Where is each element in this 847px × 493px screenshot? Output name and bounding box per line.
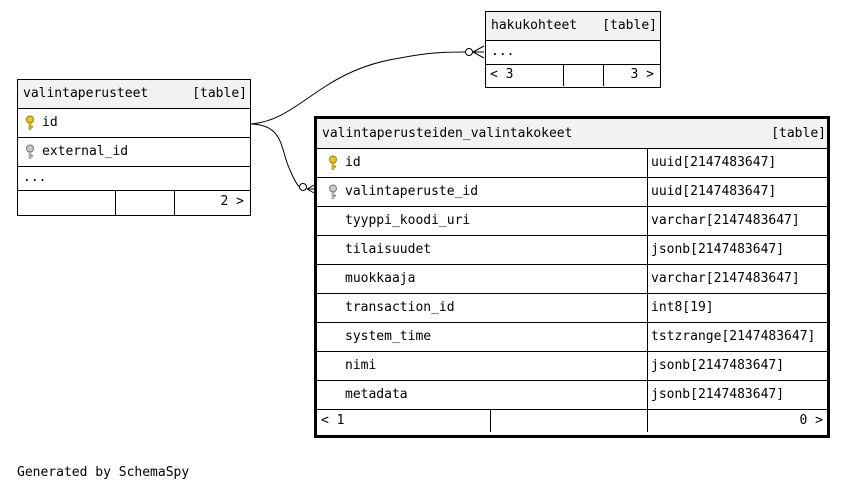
table-name: valintaperusteet [23,86,149,101]
column-type: int8[19] [647,294,714,322]
ellipsis-row: ... [486,41,660,65]
table-name: valintaperusteiden_valintakokeet [322,126,573,141]
foreign-key-icon [329,184,337,199]
column-row[interactable]: valintaperuste_id uuid[2147483647] [317,178,827,207]
table-kind: [table] [602,18,657,33]
table-header: valintaperusteiden_valintakokeet [table] [317,119,827,149]
column-name: tyyppi_koodi_uri [345,213,471,228]
column-row[interactable]: metadata jsonb[2147483647] [317,381,827,410]
table-footer: < 1 0 > [317,410,827,432]
table-hakukohteet[interactable]: hakukohteet [table] ... < 3 3 > [485,11,661,88]
column-row[interactable]: id uuid[2147483647] [317,149,827,178]
footer-left-count[interactable]: < 1 [321,413,345,428]
table-footer: 2 > [18,191,250,215]
primary-key-icon [329,155,337,170]
column-name: tilaisuudet [345,242,432,257]
column-row[interactable]: external_id [18,138,250,167]
table-kind: [table] [771,126,826,141]
footer-right-count[interactable]: 3 > [630,67,654,82]
column-type: jsonb[2147483647] [647,352,784,380]
column-row[interactable]: transaction_id int8[19] [317,294,827,323]
column-name: nimi [345,358,377,373]
foreign-key-icon [26,144,34,159]
column-row[interactable]: muokkaaja varchar[2147483647] [317,265,827,294]
column-type: varchar[2147483647] [647,265,800,293]
ellipsis-row: ... [18,167,250,191]
footer-left-count[interactable]: < 3 [490,67,514,82]
table-kind: [table] [192,86,247,101]
footer-right-count[interactable]: 0 > [799,413,823,428]
column-type: uuid[2147483647] [647,149,776,177]
footer-right-count[interactable]: 2 > [220,194,244,209]
column-name: muokkaaja [345,271,416,286]
column-type: uuid[2147483647] [647,178,776,206]
column-row[interactable]: nimi jsonb[2147483647] [317,352,827,381]
table-valintaperusteet[interactable]: valintaperusteet [table] id external_id … [17,79,251,216]
relation-optional-marker [465,48,473,56]
table-header: hakukohteet [table] [486,12,660,41]
column-row[interactable]: system_time tstzrange[2147483647] [317,323,827,352]
column-name: id [42,115,58,130]
relation-valintaperusteet-valintakokeet [250,123,301,188]
relation-optional-marker [299,183,307,191]
relation-valintaperusteet-hakukohteet [250,51,467,125]
column-name: id [345,155,361,170]
column-type: jsonb[2147483647] [647,236,784,264]
column-row[interactable]: tyyppi_koodi_uri varchar[2147483647] [317,207,827,236]
column-type: jsonb[2147483647] [647,381,784,409]
column-name: system_time [345,329,432,344]
column-name: transaction_id [345,300,455,315]
column-row[interactable]: id [18,109,250,138]
table-header: valintaperusteet [table] [18,80,250,109]
generated-by-label: Generated by SchemaSpy [17,465,190,480]
column-type: tstzrange[2147483647] [647,323,815,351]
column-type: varchar[2147483647] [647,207,800,235]
column-row[interactable]: tilaisuudet jsonb[2147483647] [317,236,827,265]
relation-crowfoot-marker [472,45,485,59]
table-valintaperusteiden-valintakokeet[interactable]: valintaperusteiden_valintakokeet [table]… [314,116,830,438]
column-name: valintaperuste_id [345,184,479,199]
table-name: hakukohteet [491,18,578,33]
column-name: external_id [42,144,129,159]
table-footer: < 3 3 > [486,65,660,86]
primary-key-icon [26,115,34,130]
column-name: metadata [345,387,408,402]
